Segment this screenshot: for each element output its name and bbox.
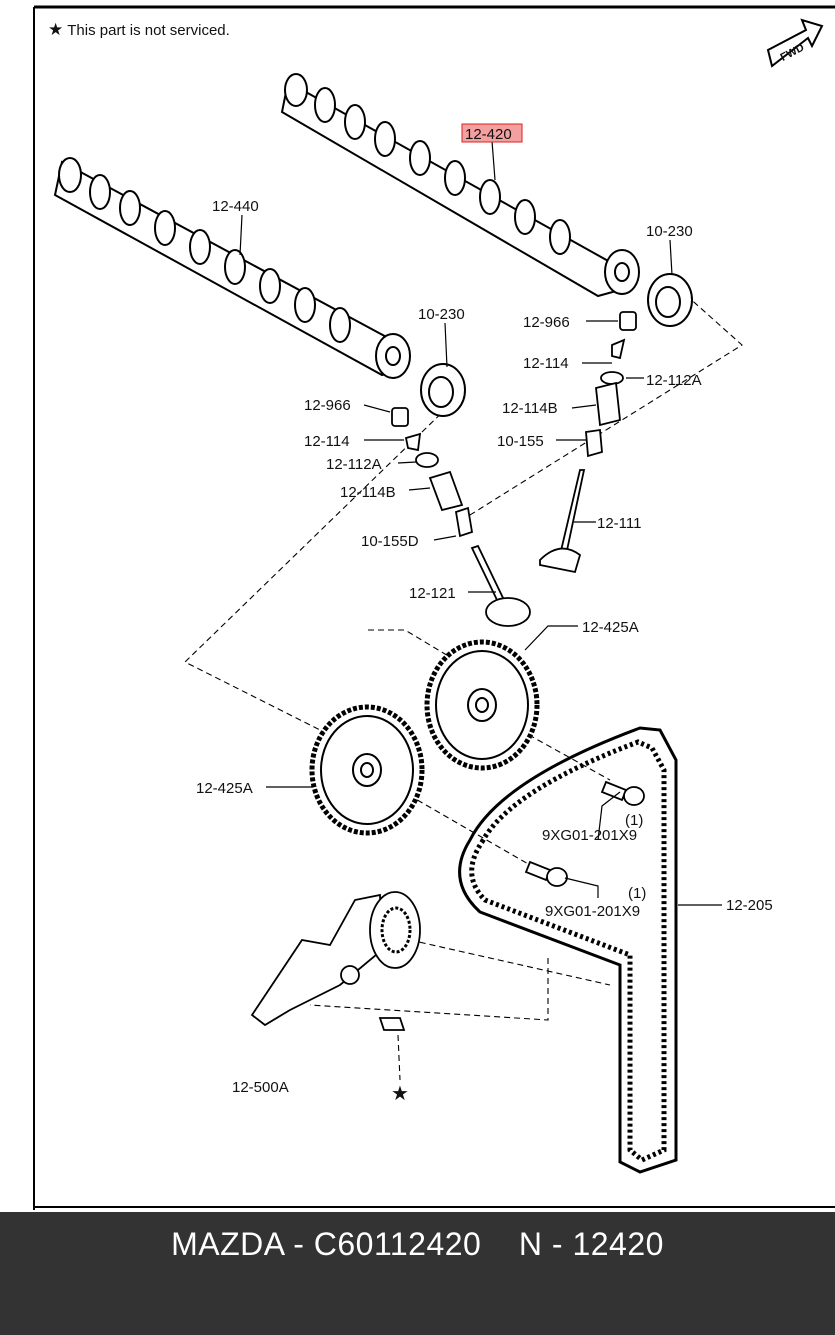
callout-10-155[interactable]: 10-155 [497,433,544,450]
callout-10-230-left[interactable]: 10-230 [418,306,465,323]
valve-train-right [539,311,637,574]
callout-12-440[interactable]: 12-440 [212,198,259,215]
bolt-9XG01-201X9-upper [600,780,645,806]
callout-12-966-right[interactable]: 12-966 [523,314,570,331]
callout-12-112A-right[interactable]: 12-112A [646,372,702,389]
part-number-caption: MAZDA - C60112420 N - 12420 [171,1226,664,1262]
callout-12-425A-lower[interactable]: 12-425A [196,780,253,797]
callout-10-230-right[interactable]: 10-230 [646,223,693,240]
bolt-9XG01-201X9-lower [524,860,568,887]
callout-bolt-qty-lower: (1) [628,885,646,902]
callout-12-425A-upper[interactable]: 12-425A [582,619,639,636]
timing-belt-12-205 [458,726,678,1174]
callout-12-111[interactable]: 12-111 [597,515,641,532]
callout-12-114B-right[interactable]: 12-114B [502,400,558,417]
callout-12-500A[interactable]: 12-500A [232,1079,289,1096]
camshaft-12-420 [280,73,640,298]
highlight-box [461,123,523,143]
tensioner-12-500A [250,891,421,1031]
sprocket-12-425A-lower [309,704,425,836]
note-text: This part is not serviced. [67,22,230,39]
assembly-lines [184,294,743,1081]
callout-9XG01-201X9-upper[interactable]: 9XG01-201X9 [542,827,637,844]
callout-12-112A-left[interactable]: 12-112A [326,456,382,473]
callout-10-155D[interactable]: 10-155D [361,533,419,550]
star-icon: ★ [48,20,64,39]
oil-seal-10-230-right [647,273,693,327]
not-serviced-note: ★This part is not serviced. [48,20,230,40]
callout-12-121[interactable]: 12-121 [409,585,456,602]
parts-diagram: FWD [33,5,835,1210]
callout-12-420[interactable]: 12-420 [465,126,512,143]
valve-train-left [391,407,531,627]
callout-12-114-right[interactable]: 12-114 [523,355,569,372]
leader-lines [239,140,722,906]
sprocket-12-425A-upper [424,639,540,771]
callout-bolt-qty-upper: (1) [625,812,643,829]
footer-bar [0,1212,835,1335]
callout-12-114-left[interactable]: 12-114 [304,433,350,450]
callout-12-966-left[interactable]: 12-966 [304,397,351,414]
oil-seal-10-230-left [420,363,466,417]
camshaft-12-440 [53,157,411,379]
callout-12-205[interactable]: 12-205 [726,897,773,914]
fwd-arrow-icon: FWD [766,18,824,68]
not-serviced-star-icon: ★ [391,1083,409,1105]
callout-9XG01-201X9-lower[interactable]: 9XG01-201X9 [545,903,640,920]
callout-12-114B-left[interactable]: 12-114B [340,484,396,501]
